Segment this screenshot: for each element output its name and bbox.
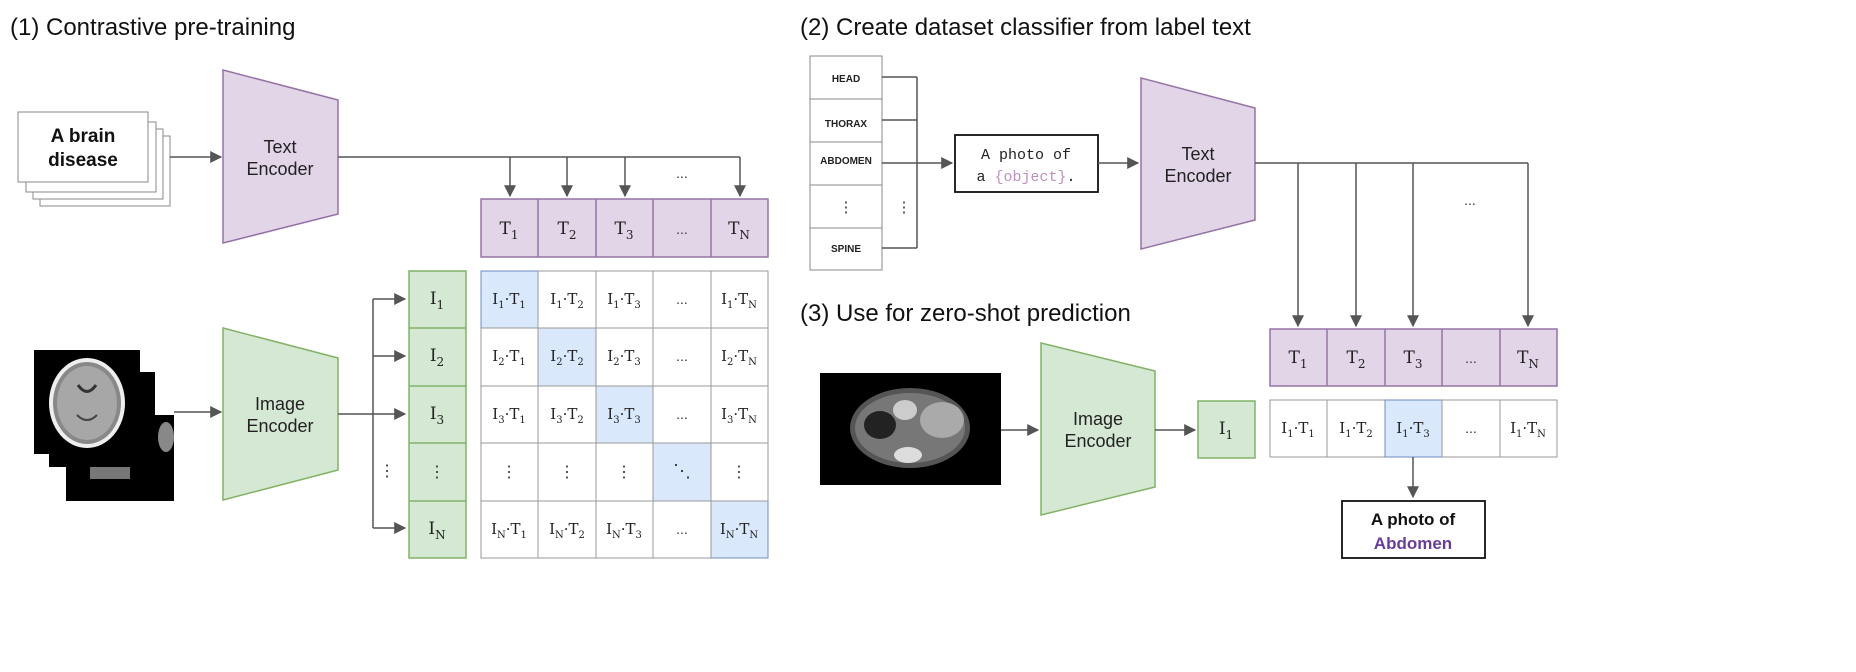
text-encoder-label-2: Encoder bbox=[246, 159, 313, 179]
prompt-object-token: {object} bbox=[994, 169, 1066, 186]
matrix-ellipsis-r2: ... bbox=[676, 348, 688, 364]
heading-create-classifier: (2) Create dataset classifier from label… bbox=[800, 14, 1251, 41]
label-abdomen: ABDOMEN bbox=[820, 156, 872, 167]
heading-zero-shot-prediction: (3) Use for zero-shot prediction bbox=[800, 300, 1131, 327]
matrix-ddots: ⋱ bbox=[673, 461, 691, 481]
classifier-arrow-ellipsis: ... bbox=[1464, 192, 1476, 208]
heading-contrastive-pretraining: (1) Contrastive pre-training bbox=[10, 14, 296, 41]
zeroshot-row-ellipsis: ... bbox=[1465, 420, 1477, 436]
matrix-ellipsis-r1: ... bbox=[676, 291, 688, 307]
prompt-line1: A photo of bbox=[981, 147, 1071, 164]
matrix-vdots-c3: ⋮ bbox=[616, 464, 632, 481]
label-spine: SPINE bbox=[831, 244, 861, 255]
similarity-matrix: I1·T1 I1·T2 I1·T3 ... I1·TN I2·T1 I2·T2 … bbox=[480, 270, 769, 559]
label-thorax: THORAX bbox=[825, 119, 868, 130]
matrix-vdots-c5: ⋮ bbox=[731, 464, 747, 481]
label-vdots: ⋮ bbox=[839, 199, 854, 216]
text-embeddings-row: T1 T2 T3 ... TN bbox=[480, 198, 769, 258]
text-encoder-pretrain: Text Encoder bbox=[222, 69, 339, 244]
image-encoder2-label-1: Image bbox=[1073, 409, 1123, 429]
input-text-line1: A brain bbox=[51, 126, 116, 147]
branch-vdots: ⋮ bbox=[379, 463, 395, 480]
svg-text:I1·T1: I1·T1 bbox=[492, 290, 525, 311]
matrix-vdots-c2: ⋮ bbox=[559, 464, 575, 481]
arrow-ellipsis: ... bbox=[676, 165, 688, 181]
prompt-suffix: . bbox=[1067, 169, 1076, 186]
input-text-stack: A brain disease bbox=[17, 111, 171, 207]
image-encoder-label-2: Encoder bbox=[246, 416, 313, 436]
zeroshot-similarity-row: I1·T1 I1·T2 I1·T3 ... I1·TN bbox=[1269, 399, 1558, 458]
prediction-result-box: A photo of Abdomen bbox=[1341, 500, 1486, 559]
ct-abdomen-image bbox=[820, 373, 1001, 485]
result-line1: A photo of bbox=[1371, 510, 1456, 529]
prompt-prefix: a bbox=[976, 169, 994, 186]
image-encoder-pretrain: Image Encoder bbox=[222, 327, 339, 501]
label-list: HEAD THORAX ABDOMEN ⋮ SPINE bbox=[809, 55, 883, 271]
classifier-text-embeddings-row: T1 T2 T3 ... TN bbox=[1269, 328, 1558, 387]
svg-text:a {object}.: a {object}. bbox=[976, 169, 1075, 186]
classifier-row-ellipsis: ... bbox=[1465, 350, 1477, 366]
label-head: HEAD bbox=[832, 74, 860, 85]
text-encoder-label-1: Text bbox=[263, 137, 296, 157]
input-text-line2: disease bbox=[48, 150, 118, 171]
prompt-template-box: A photo of a {object}. bbox=[954, 134, 1099, 193]
text-encoder2-label-1: Text bbox=[1181, 144, 1214, 164]
matrix-vdots-c1: ⋮ bbox=[501, 464, 517, 481]
bracket-vdots: ⋮ bbox=[897, 199, 912, 216]
image-encoder-zeroshot: Image Encoder bbox=[1040, 342, 1156, 516]
text-encoder2-label-2: Encoder bbox=[1164, 166, 1231, 186]
image-encoder2-label-2: Encoder bbox=[1064, 431, 1131, 451]
result-line2: Abdomen bbox=[1374, 534, 1452, 553]
matrix-ellipsis-r5: ... bbox=[676, 521, 688, 537]
column-vdots: ⋮ bbox=[429, 464, 445, 481]
text-encoder-classifier: Text Encoder bbox=[1140, 77, 1256, 250]
matrix-ellipsis-r3: ... bbox=[676, 406, 688, 422]
zeroshot-image-embedding: I1 bbox=[1197, 400, 1256, 459]
image-encoder-label-1: Image bbox=[255, 394, 305, 414]
text-row-ellipsis: ... bbox=[676, 221, 688, 237]
ct-image-stack bbox=[34, 350, 174, 501]
image-embeddings-column: I1 I2 I3 ⋮ IN bbox=[408, 270, 467, 559]
